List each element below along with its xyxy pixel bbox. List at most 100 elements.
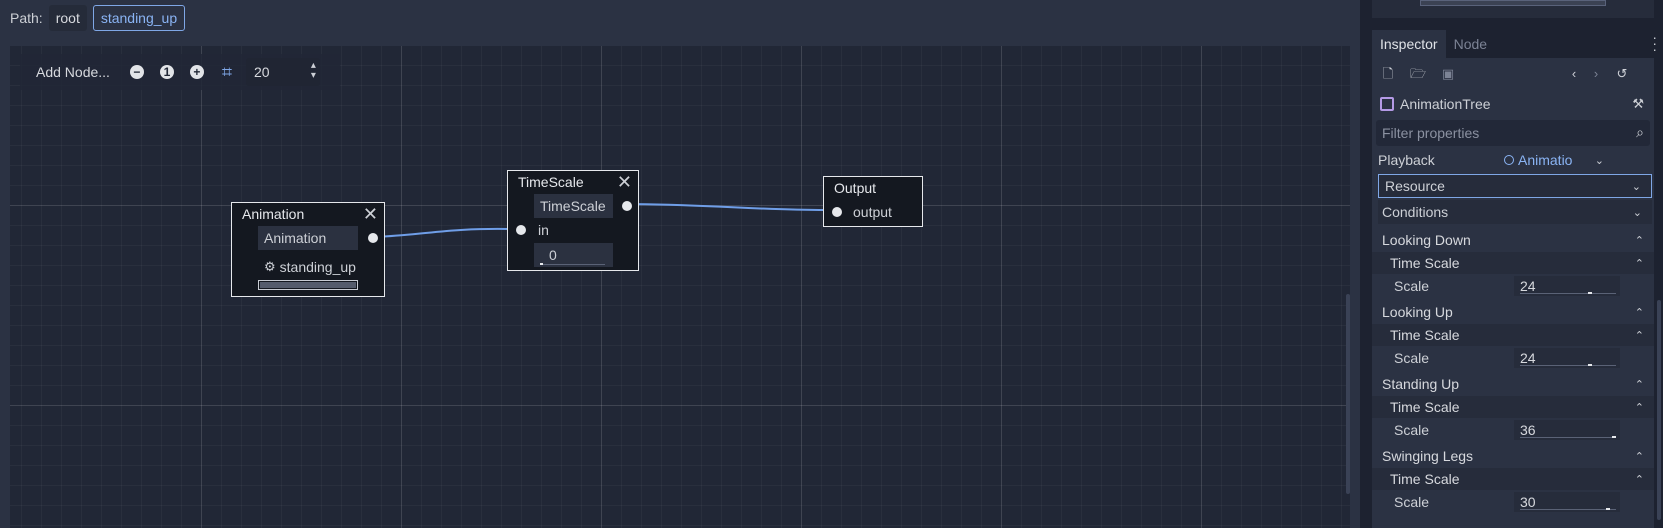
graph-toolbar: Add Node... − 1 + ⌗ 20 ▴▾ — [20, 54, 340, 90]
chevron-up-icon: ⌃ — [1634, 378, 1644, 391]
inspector-panel: 🗋 🗁 ▣ ‹ › ↺ AnimationTree ⚒ Filter prope… — [1372, 58, 1654, 528]
open-folder-icon[interactable]: 🗁 — [1410, 66, 1427, 81]
section-title: Looking Down — [1382, 232, 1471, 248]
scale-value: 24 — [1520, 278, 1536, 294]
zoom-in-icon[interactable]: + — [186, 61, 208, 83]
chevron-up-icon: ⌃ — [1634, 450, 1644, 463]
scale-row: Scale 30 — [1372, 490, 1654, 514]
filter-placeholder: Filter properties — [1382, 125, 1480, 141]
film-icon: ⚙ — [264, 259, 276, 274]
chevron-down-icon: ⌄ — [1632, 206, 1642, 219]
forward-icon[interactable]: › — [1593, 66, 1599, 81]
connections — [375, 203, 827, 238]
graph-vertical-scrollbar[interactable] — [1346, 294, 1350, 494]
chevron-down-icon: ⌄ — [1631, 180, 1641, 193]
scale-field[interactable]: 24 — [1514, 276, 1620, 296]
conditions-section[interactable]: Conditions ⌄ — [1378, 200, 1652, 224]
zoom-reset-icon[interactable]: 1 — [156, 61, 178, 83]
scale-value: 30 — [1520, 494, 1536, 510]
section-header[interactable]: Standing Up ⌃ — [1372, 372, 1654, 396]
timescale-slot-field: TimeScale — [534, 194, 613, 218]
subsection-header[interactable]: Time Scale ⌃ — [1372, 468, 1654, 490]
close-icon[interactable]: ✕ — [616, 172, 632, 192]
back-icon[interactable]: ‹ — [1571, 66, 1577, 81]
animation-node-title-text: Animation — [242, 206, 305, 222]
path-label: Path: — [10, 10, 43, 26]
animation-progress-bar — [258, 280, 358, 290]
scale-value: 36 — [1520, 422, 1536, 438]
scale-value: 24 — [1520, 350, 1536, 366]
section-header[interactable]: Looking Down ⌃ — [1372, 228, 1654, 252]
animation-node[interactable]: Animation ✕ Animation ⚙ standing_up — [231, 202, 385, 297]
subsection-header[interactable]: Time Scale ⌃ — [1372, 324, 1654, 346]
chevron-up-icon: ⌃ — [1634, 401, 1644, 414]
timescale-scale-field[interactable]: 0 — [534, 243, 613, 267]
scene-scrollbar[interactable] — [1420, 0, 1606, 6]
history-icon[interactable]: ↺ — [1616, 66, 1628, 81]
output-port[interactable] — [368, 233, 378, 243]
resource-dropdown[interactable]: Resource ⌄ — [1378, 174, 1652, 198]
scale-label: Scale — [1394, 278, 1430, 294]
spin-arrows-icon[interactable]: ▴▾ — [310, 60, 316, 81]
filter-properties-input[interactable]: Filter properties ⌕ — [1376, 120, 1650, 146]
playback-label: Playback — [1378, 152, 1435, 168]
breadcrumb-root[interactable]: root — [48, 5, 87, 31]
object-row: AnimationTree ⚒ — [1372, 90, 1654, 118]
tab-node[interactable]: Node — [1453, 36, 1488, 52]
dock-menu-icon[interactable]: ··· — [1652, 29, 1657, 57]
dock-tabs: Inspector Node — [1372, 30, 1495, 58]
input-port[interactable] — [516, 225, 526, 235]
timescale-node[interactable]: TimeScale ✕ TimeScale in 0 — [507, 170, 639, 271]
scale-field[interactable]: 30 — [1514, 492, 1620, 512]
output-port[interactable] — [622, 201, 632, 211]
subsection-title: Time Scale — [1390, 399, 1460, 415]
zoom-out-icon[interactable]: − — [126, 61, 148, 83]
snap-step-spinbox[interactable]: 20 ▴▾ — [245, 58, 320, 86]
section-title: Swinging Legs — [1382, 448, 1474, 464]
scale-field[interactable]: 24 — [1514, 348, 1620, 368]
slider-grabber[interactable] — [1612, 436, 1616, 438]
section-header[interactable]: Swinging Legs ⌃ — [1372, 444, 1654, 468]
animation-progress-fill — [260, 282, 356, 288]
connection-animation-to-timescale — [375, 227, 511, 238]
animation-slot-field: Animation — [258, 226, 358, 250]
conditions-label: Conditions — [1382, 204, 1449, 220]
input-port[interactable] — [832, 207, 842, 217]
subsection-title: Time Scale — [1390, 471, 1460, 487]
section-title: Standing Up — [1382, 376, 1460, 392]
scale-row: Scale 36 — [1372, 418, 1654, 442]
scale-field[interactable]: 36 — [1514, 420, 1620, 440]
subsection-title: Time Scale — [1390, 255, 1460, 271]
slider-grabber[interactable] — [1606, 508, 1610, 510]
scale-slider-grabber[interactable] — [540, 263, 543, 265]
slider-grabber[interactable] — [1588, 364, 1592, 366]
graph-canvas[interactable]: Add Node... − 1 + ⌗ 20 ▴▾ Animation ✕ — [10, 46, 1350, 528]
playback-value-field[interactable]: Animatio ⌄ — [1496, 150, 1608, 170]
close-icon[interactable]: ✕ — [362, 204, 378, 224]
add-node-button[interactable]: Add Node... — [36, 64, 110, 80]
section-looking-up: Looking Up ⌃ Time Scale ⌃ Scale 24 — [1372, 300, 1654, 370]
object-tools-icon[interactable]: ⚒ — [1632, 96, 1644, 111]
new-resource-icon[interactable]: 🗋 — [1382, 66, 1394, 81]
slider-track — [1520, 437, 1616, 438]
inspector-scrollbar[interactable] — [1657, 300, 1661, 520]
search-icon: ⌕ — [1636, 124, 1644, 140]
tab-inspector[interactable]: Inspector — [1372, 30, 1446, 58]
chevron-down-icon[interactable]: ⌄ — [1594, 154, 1604, 167]
snap-grid-icon[interactable]: ⌗ — [221, 61, 232, 82]
section-standing-up: Standing Up ⌃ Time Scale ⌃ Scale 36 — [1372, 372, 1654, 442]
scale-label: Scale — [1394, 422, 1430, 438]
subsection-header[interactable]: Time Scale ⌃ — [1372, 252, 1654, 274]
output-node[interactable]: Output output — [823, 176, 923, 227]
save-icon[interactable]: ▣ — [1441, 66, 1455, 81]
subsection-header[interactable]: Time Scale ⌃ — [1372, 396, 1654, 418]
breadcrumb-standing-up[interactable]: standing_up — [92, 5, 186, 31]
animation-tree-icon — [1380, 97, 1394, 111]
slider-track — [1520, 293, 1616, 294]
slider-grabber[interactable] — [1588, 292, 1592, 294]
timescale-in-row: in — [508, 218, 638, 242]
animation-tree-editor: Path: root standing_up Add Node... − 1 +… — [0, 0, 1360, 528]
zoom-reset-label: 1 — [159, 65, 174, 79]
section-header[interactable]: Looking Up ⌃ — [1372, 300, 1654, 324]
